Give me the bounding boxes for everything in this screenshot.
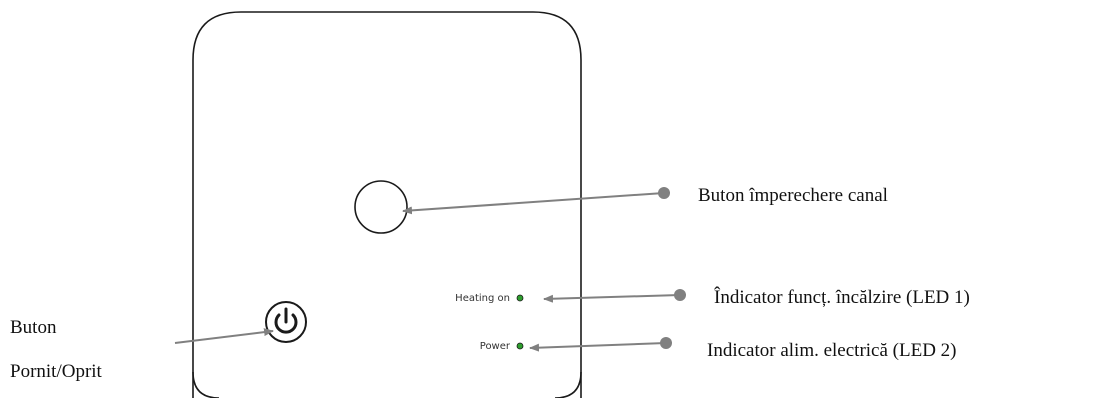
pairing-button[interactable] [354,180,408,234]
power-button[interactable] [265,301,307,343]
heating-led [516,294,524,302]
power-led-callout: Indicator alim. electrică (LED 2) [707,340,957,361]
power-led-arrow [529,337,672,352]
power-led [516,342,524,350]
pairing-button-callout: Buton împerechere canal [698,185,888,206]
heating-led-callout: Îndicator funcț. încălzire (LED 1) [714,286,970,308]
heating-on-label: Heating on [455,293,510,304]
power-label: Power [480,341,511,352]
heating-led-arrow [543,289,686,303]
power-button-callout-line2: Pornit/Oprit [10,361,103,382]
pairing-button-arrow [402,187,670,215]
power-button-callout-line1: Buton [10,317,57,338]
power-icon [274,307,298,334]
power-button-arrow [174,328,274,344]
